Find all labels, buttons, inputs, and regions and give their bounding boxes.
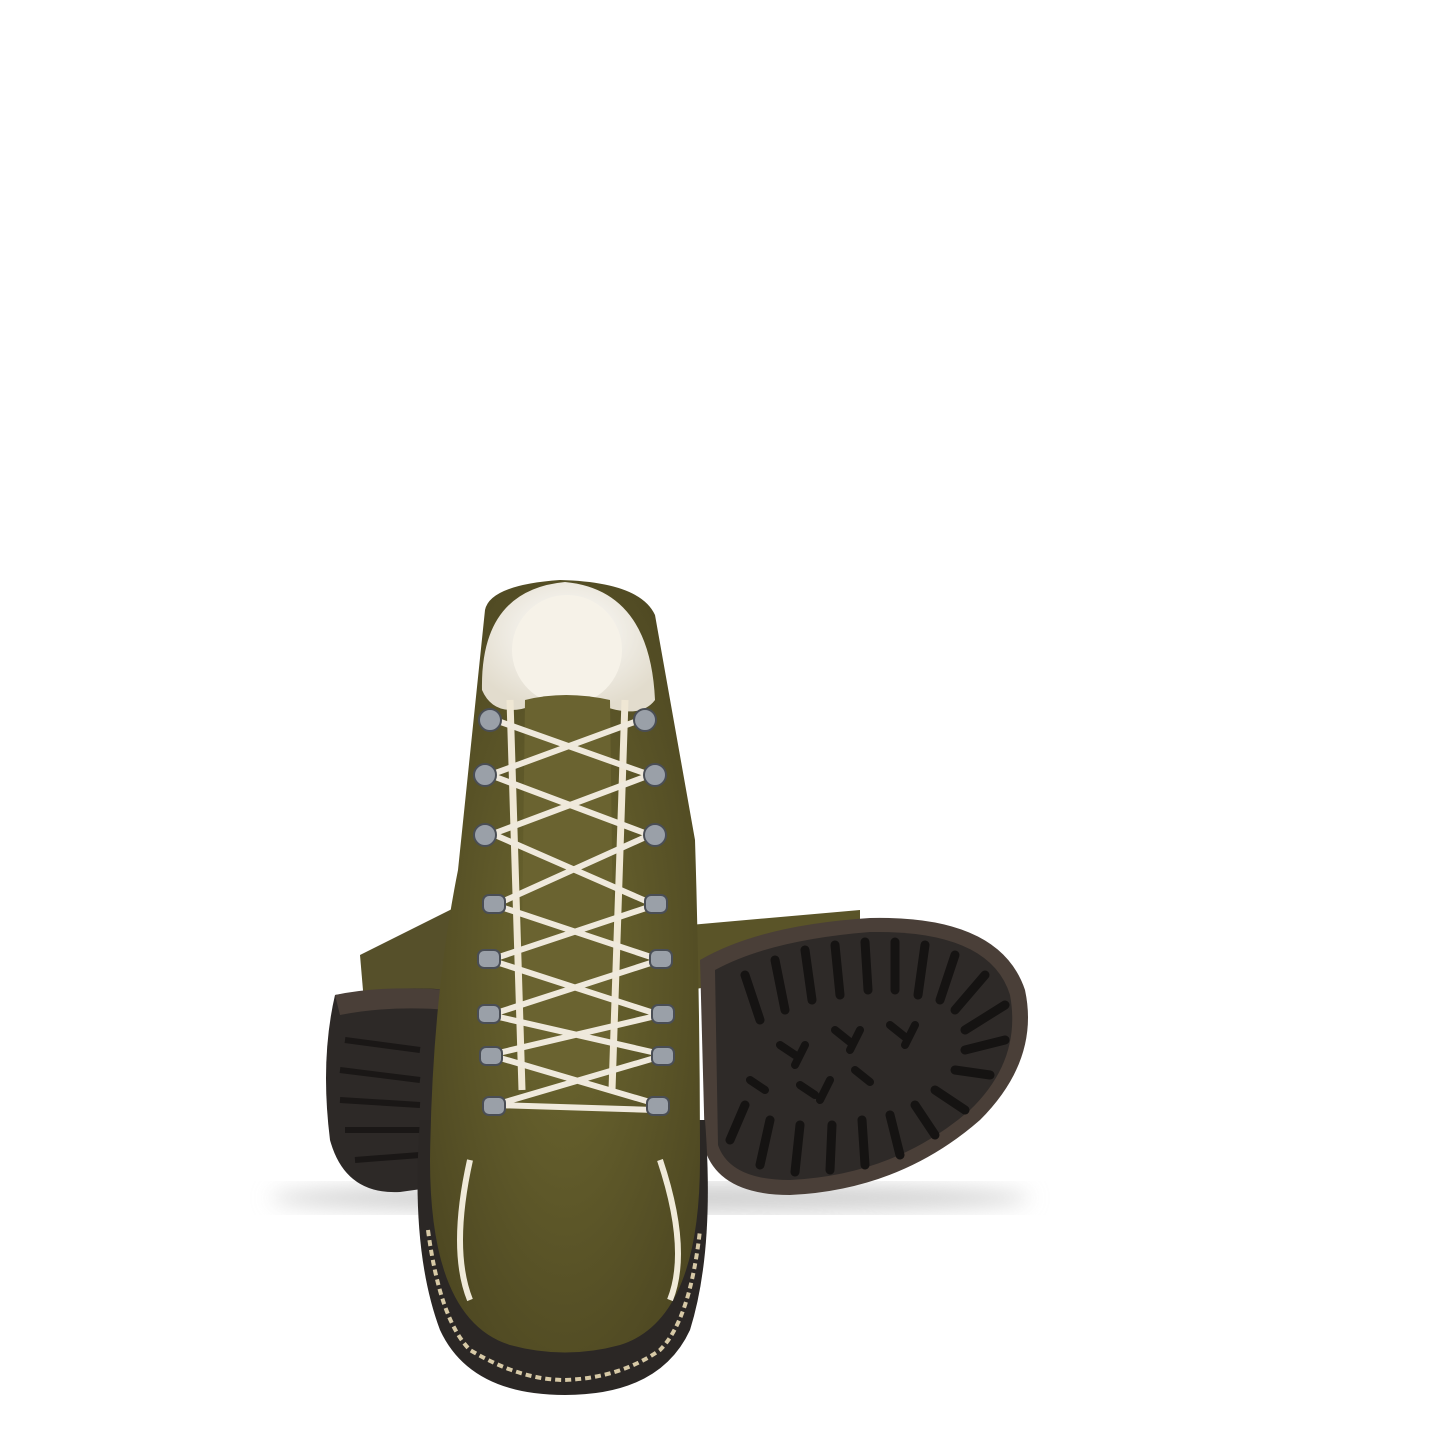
right-boot-sole — [690, 910, 1028, 1195]
front-boot — [417, 580, 708, 1395]
